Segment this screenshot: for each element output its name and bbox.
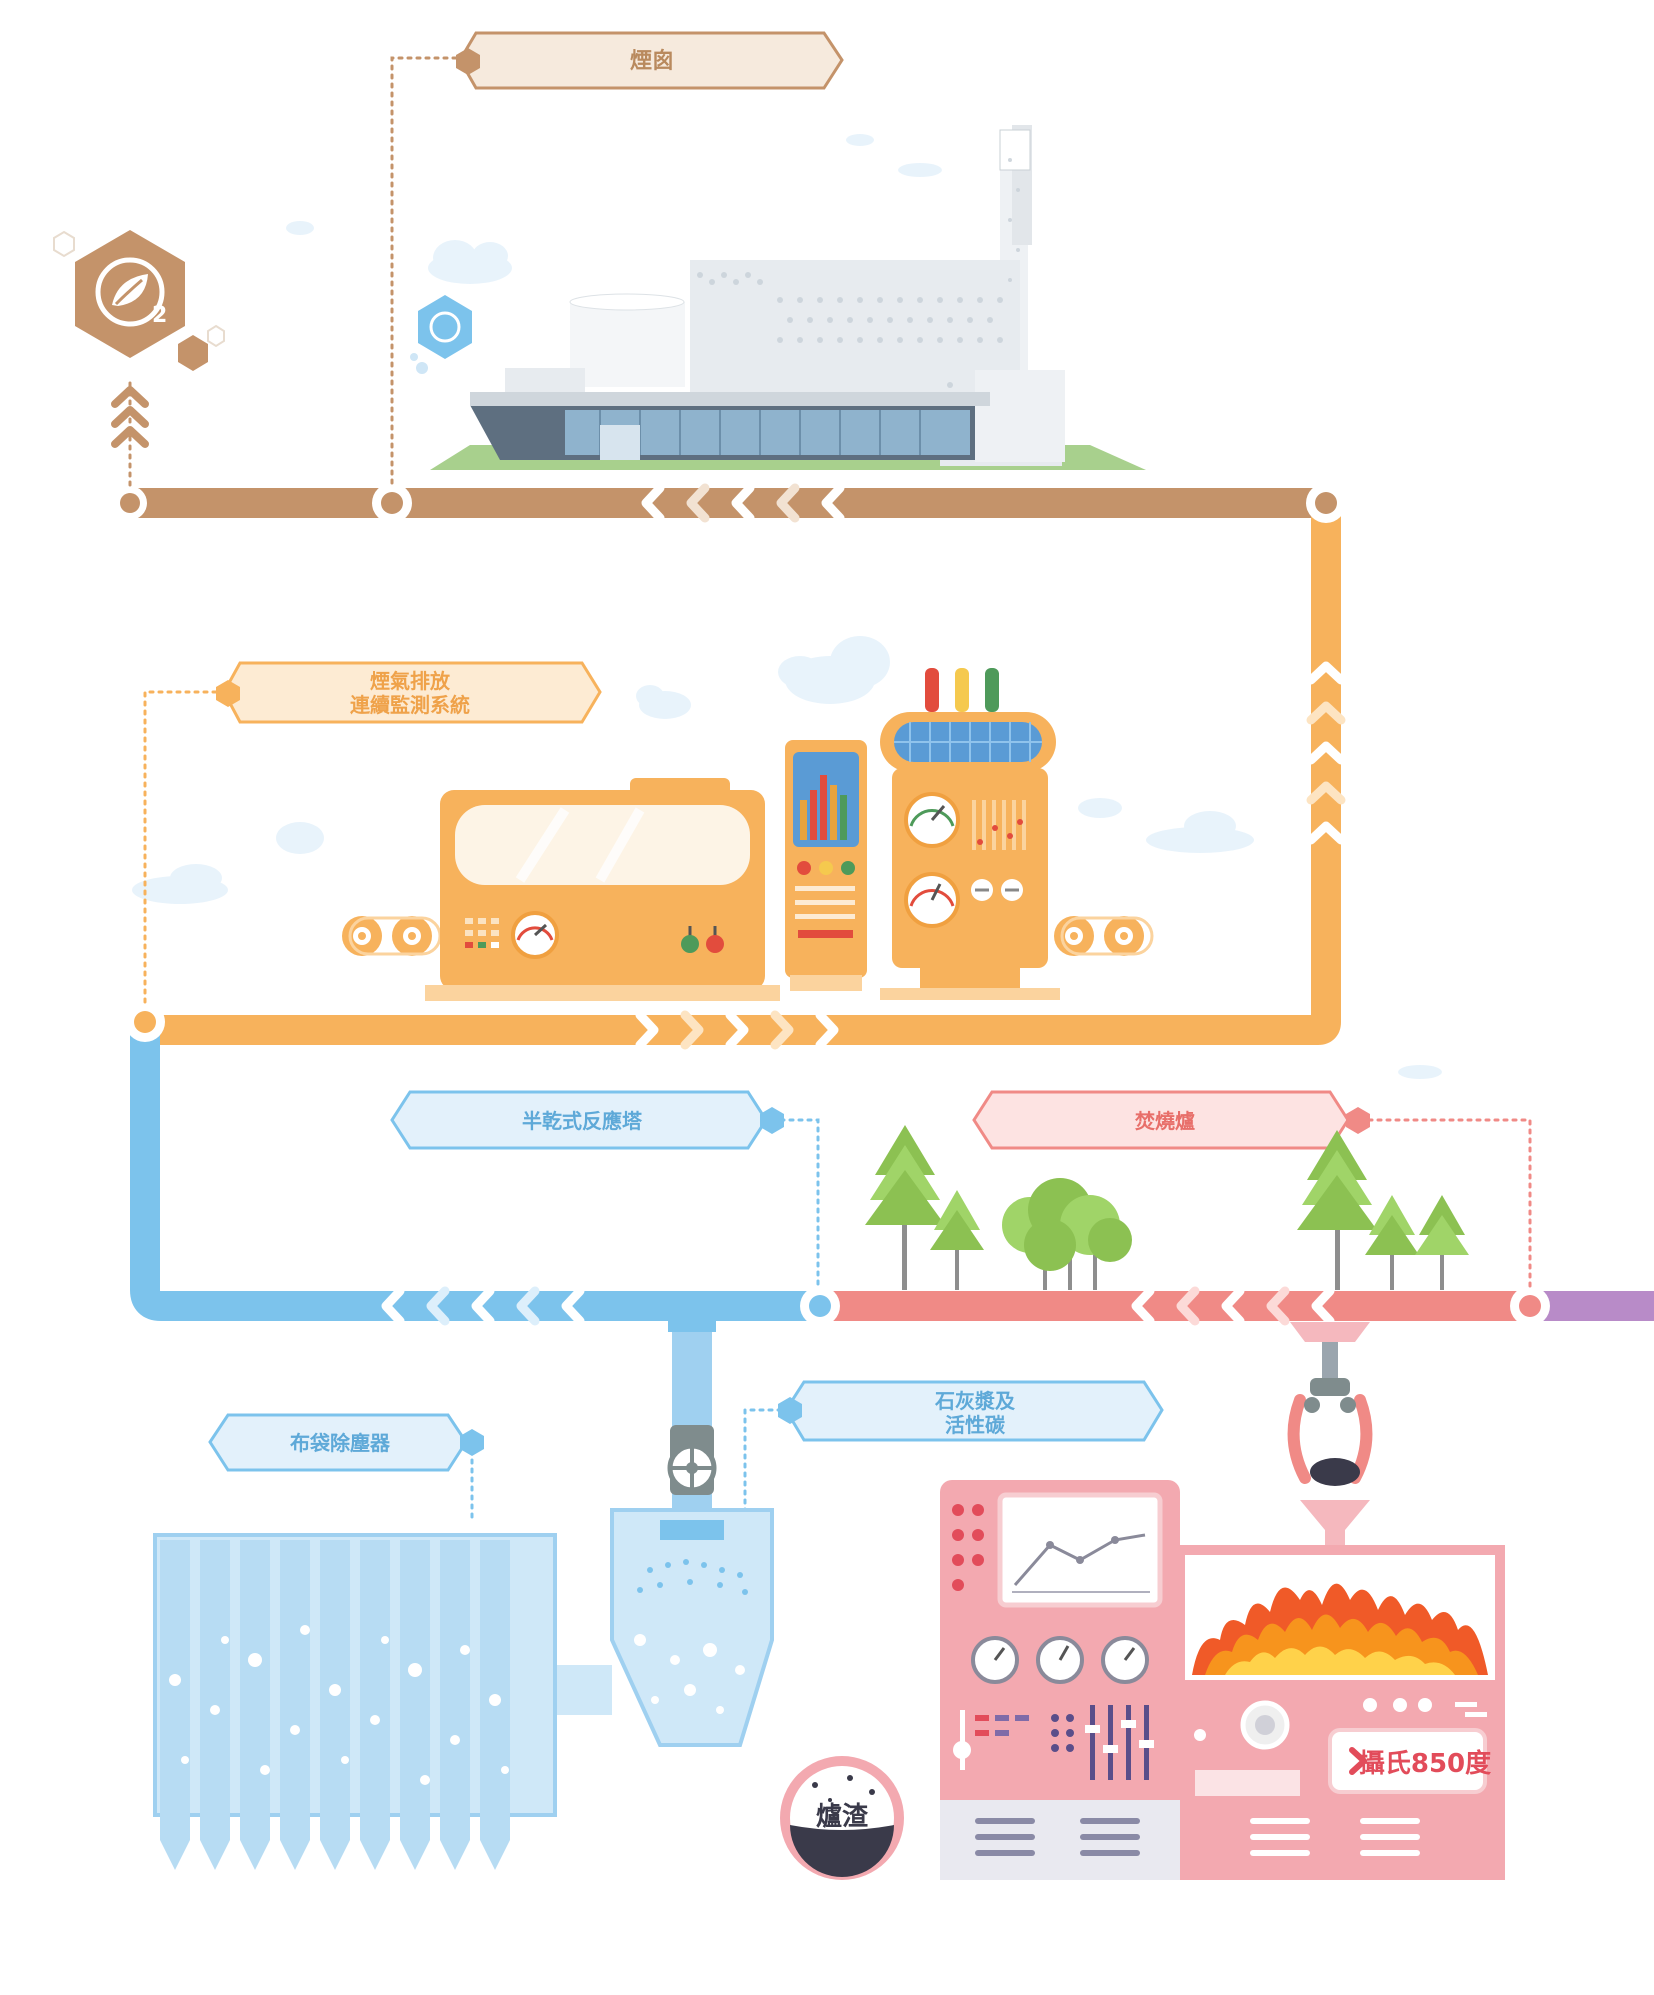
lime-label-line1: 石灰漿及 [934, 1389, 1016, 1413]
incineration-plant-building [430, 125, 1146, 470]
valve-wheel-icon [667, 1425, 717, 1495]
gauge-icon [904, 872, 960, 928]
label-spray-tower: 半乾式反應塔 [390, 1090, 784, 1150]
o2-leaf-icon: 2 [53, 230, 225, 371]
o2-leaf-small-icon [410, 295, 472, 374]
temperature-label: 攝氏850度 [1359, 1748, 1491, 1779]
gauge-icon [904, 792, 960, 848]
grab-claw-icon [1287, 1322, 1373, 1545]
o2-subscript: 2 [152, 303, 167, 328]
baghouse-label: 布袋除塵器 [290, 1431, 391, 1455]
label-lime-carbon: 石灰漿及 活性碳 [778, 1380, 1164, 1442]
cems-label-line2: 連續監測系統 [350, 693, 470, 717]
spray-tower-label: 半乾式反應塔 [522, 1109, 643, 1133]
label-incinerator: 焚燒爐 [972, 1090, 1370, 1150]
tree-icon [865, 1125, 1469, 1290]
slag-label: 爐渣 [816, 1802, 869, 1832]
label-chimney: 煙囪 [456, 31, 844, 90]
flow-chevrons-orange-vertical [1306, 661, 1346, 845]
spray-tower [555, 1318, 774, 1747]
slag-bubble: 爐渣 [780, 1756, 904, 1880]
cems-machine [342, 668, 1154, 1001]
baghouse [153, 1533, 557, 1870]
flow-chevrons-blue [381, 1286, 585, 1326]
toggle-switches [681, 926, 724, 953]
chevron-up-icon [111, 386, 149, 448]
clouds [132, 134, 1442, 1079]
gauge-icon [971, 1636, 1149, 1684]
gauge-icon [511, 911, 559, 959]
flow-chevrons-brown [641, 483, 845, 523]
incinerator-machine: 攝氏850度 [940, 1480, 1505, 1880]
chimney-label: 煙囪 [630, 48, 674, 74]
lime-label-line2: 活性碳 [945, 1413, 1006, 1437]
pipe-nodes [113, 483, 1550, 1326]
cems-label-line1: 煙氣排放 [370, 669, 451, 693]
flow-pipes [115, 488, 1654, 1321]
label-cems: 煙氣排放 連續監測系統 [216, 661, 602, 724]
flow-chevrons-orange-horizontal [635, 1010, 839, 1050]
flame-icon [1192, 1583, 1488, 1675]
incinerator-label: 焚燒爐 [1135, 1109, 1195, 1133]
flow-chevrons-red [1131, 1286, 1335, 1326]
label-baghouse: 布袋除塵器 [208, 1413, 484, 1472]
